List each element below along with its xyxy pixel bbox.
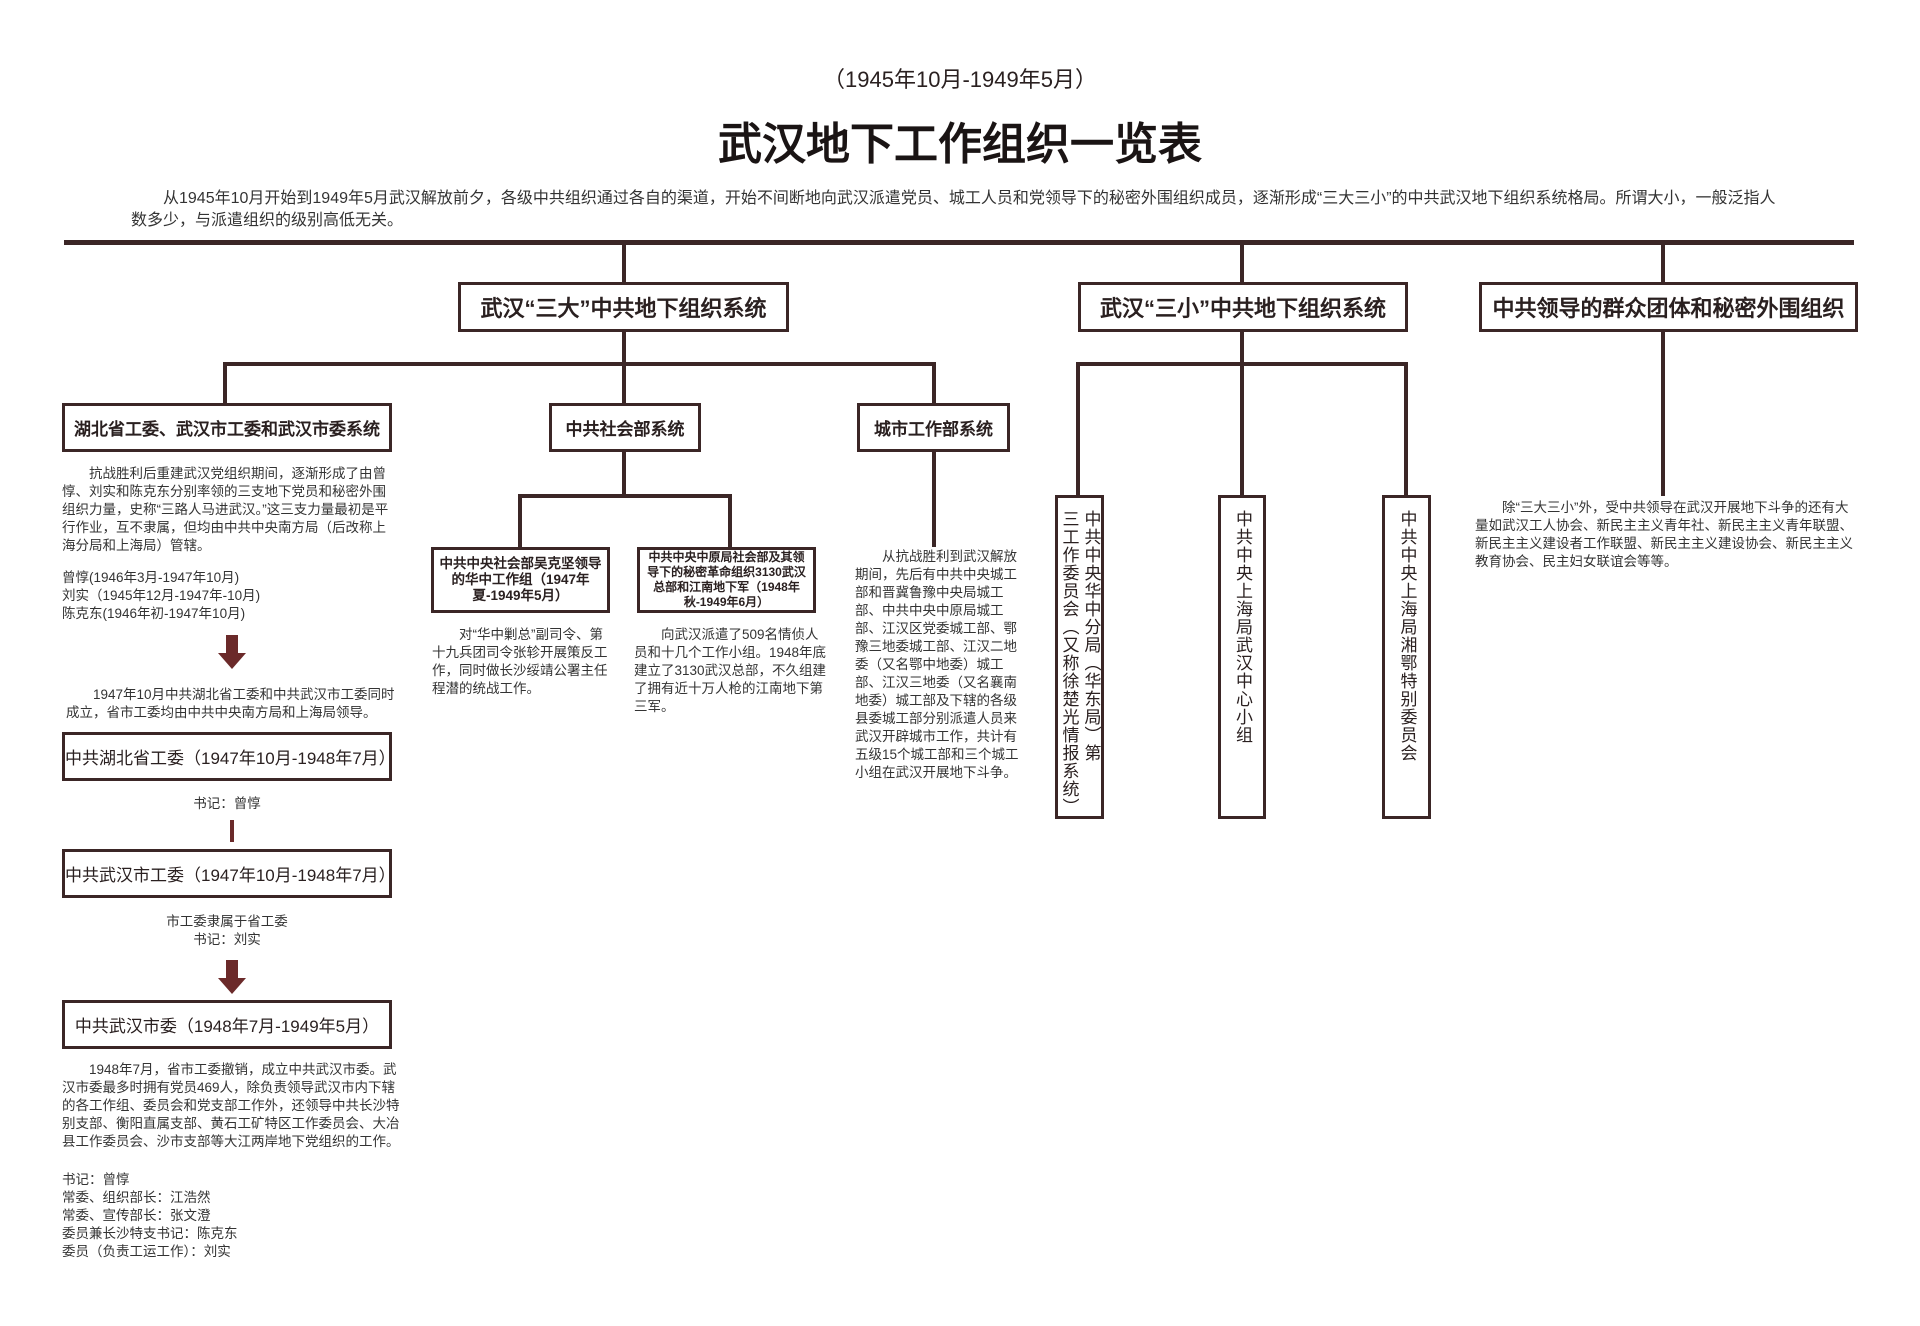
top-connector [64, 240, 1854, 245]
shanghai-wuhan-center-group-box: 中共中央上海局武汉中心小组 [1218, 495, 1266, 819]
box-label: 中共中央社会部吴克坚领导的华中工作组（1947年夏-1949年5月） [439, 556, 602, 603]
box-note: 书记：曾惇 [193, 796, 261, 811]
city-work-desc: 从抗战胜利到武汉解放期间，先后有中共中央城工部和晋冀鲁豫中央局城工部、中共中央中… [855, 549, 1019, 780]
hubei-desc-text: 抗战胜利后重建武汉党组织期间，逐渐形成了由曾惇、刘实和陈克东分别率领的三支地下党… [62, 466, 389, 553]
city-work-dept-box: 城市工作部系统 [857, 403, 1010, 452]
connector [518, 494, 732, 498]
wuhan-city-committee-box: 中共武汉市委（1948年7月-1949年5月） [62, 1000, 392, 1049]
small-three-system-box: 武汉“三小”中共地下组织系统 [1078, 282, 1408, 332]
hubei-provincial-committee-box: 中共湖北省工委（1947年10月-1948年7月） [62, 732, 396, 781]
members-list: 书记：曾惇 常委、组织部长：江浩然 常委、宣传部长：张文澄 委员兼长沙特支书记：… [62, 1171, 400, 1261]
connector [1240, 331, 1244, 365]
hubei-system-title: 湖北省工委、武汉市工委和武汉市委系统 [74, 420, 380, 439]
connector [518, 494, 522, 548]
vertical-label: 中共中央华中分局（华东局）第三工作委员会（又称徐楚光情报系统） [1058, 510, 1102, 816]
xiang-e-special-committee-box: 中共中央上海局湘鄂特别委员会 [1382, 495, 1431, 819]
member: 委员兼长沙特支书记：陈克东 [62, 1226, 238, 1241]
connector [1240, 362, 1244, 497]
social-dept-title: 中共社会部系统 [565, 420, 685, 439]
connector [932, 451, 936, 547]
member: 常委、组织部长：江浩然 [62, 1190, 211, 1205]
connector [1076, 362, 1080, 497]
mass-organizations-desc: 除“三大三小”外，受中共领导在武汉开展地下斗争的还有大量如武汉工人协会、新民主主… [1475, 500, 1853, 569]
connector [223, 362, 936, 366]
connector [223, 362, 227, 404]
date-range: （1945年10月-1949年5月） [823, 67, 1097, 92]
hubei-note: 1947年10月中共湖北省工委和中共武汉市工委同时成立，省市工委均由中共中央南方… [66, 687, 395, 720]
social-sub2-desc: 向武汉派遣了509名情侦人员和十几个工作小组。1948年底建立了3130武汉总部… [634, 627, 827, 714]
intro-text: 从1945年10月开始到1949年5月武汉解放前夕，各级中共组织通过各自的渠道，… [131, 190, 1776, 229]
connector [622, 331, 626, 365]
leader: 曾惇(1946年3月-1947年10月) [62, 570, 240, 585]
box-note: 书记：刘实 [193, 932, 261, 947]
social-dept-box: 中共社会部系统 [549, 403, 701, 452]
box-note: 市工委隶属于省工委 [166, 914, 288, 929]
connector [1661, 242, 1665, 284]
connector [728, 494, 732, 548]
connector [622, 362, 626, 404]
label-col: 中共中央华中分局（华东局）第 [1081, 510, 1101, 762]
wuhan-city-work-committee-box: 中共武汉市工委（1947年10月-1948年7月） [62, 849, 396, 898]
connector [230, 820, 234, 842]
small-three-title: 武汉“三小”中共地下组织系统 [1099, 296, 1386, 321]
wuhan-committee-desc: 1948年7月，省市工委撤销，成立中共武汉市委。武汉市委最多时拥有党员469人，… [62, 1062, 400, 1149]
page-title: 武汉地下工作组织一览表 [718, 120, 1202, 169]
social-sub1-desc: 对“华中剿总”副司令、第十九兵团司令张轸开展策反工作，同时做长沙绥靖公署主任程潜… [432, 627, 608, 696]
connector [932, 362, 936, 404]
member: 书记：曾惇 [62, 1172, 130, 1187]
hubei-system-box: 湖北省工委、武汉市工委和武汉市委系统 [62, 403, 392, 452]
big-three-system-box: 武汉“三大”中共地下组织系统 [458, 282, 789, 332]
box-label: 中共武汉市委（1948年7月-1949年5月） [74, 1017, 380, 1036]
member: 委员（负责工运工作）：刘实 [62, 1244, 231, 1259]
connector [622, 242, 626, 284]
central-plains-social-dept-box: 中共中央中原局社会部及其领导下的秘密革命组织3130武汉总部和江南地下军（194… [637, 547, 816, 613]
vertical-label: 中共中央上海局武汉中心小组 [1233, 510, 1252, 744]
city-work-dept-title: 城市工作部系统 [874, 420, 993, 439]
box-label: 中共湖北省工委（1947年10月-1948年7月） [65, 749, 396, 768]
hubei-desc: 抗战胜利后重建武汉党组织期间，逐渐形成了由曾惇、刘实和陈克东分别率领的三支地下党… [62, 465, 397, 555]
leader: 陈克东(1946年初-1947年10月) [62, 606, 246, 621]
mass-organizations-box: 中共领导的群众团体和秘密外围组织 [1479, 282, 1858, 332]
connector [1404, 362, 1408, 497]
connector [622, 451, 626, 497]
mass-organizations-title: 中共领导的群众团体和秘密外围组织 [1492, 296, 1845, 321]
leader: 刘实（1945年12月-1947年-10月) [62, 588, 261, 603]
box-label: 中共中央中原局社会部及其领导下的秘密革命组织3130武汉总部和江南地下军（194… [647, 550, 806, 609]
big-three-title: 武汉“三大”中共地下组织系统 [480, 296, 767, 321]
hubei-leaders: 曾惇(1946年3月-1947年10月) 刘实（1945年12月-1947年-1… [62, 569, 397, 623]
connector [1240, 242, 1244, 284]
central-social-dept-group-box: 中共中央社会部吴克坚领导的华中工作组（1947年夏-1949年5月） [431, 547, 610, 613]
vertical-label: 中共中央上海局湘鄂特别委员会 [1397, 510, 1417, 762]
huazhong-third-committee-box: 中共中央华中分局（华东局）第三工作委员会（又称徐楚光情报系统） [1055, 495, 1104, 819]
connector [1661, 331, 1665, 496]
label-col: 三工作委员会（又称徐楚光情报系统） [1059, 510, 1079, 816]
box-label: 中共武汉市工委（1947年10月-1948年7月） [65, 866, 396, 885]
member: 常委、宣传部长：张文澄 [62, 1208, 211, 1223]
